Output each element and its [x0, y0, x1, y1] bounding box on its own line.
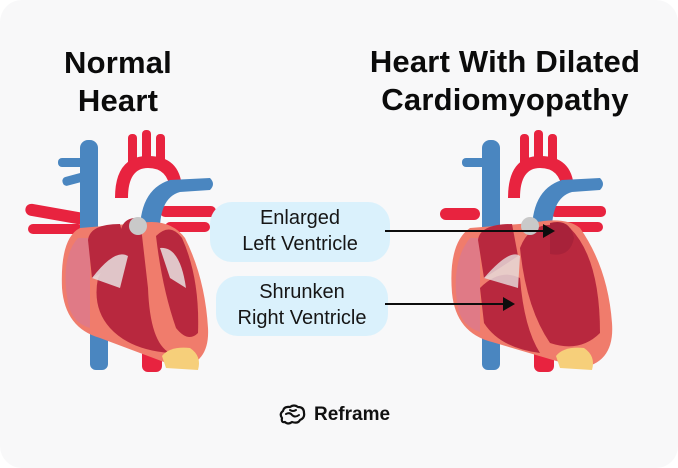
- label-line: Shrunken: [259, 281, 345, 303]
- label-line: Enlarged: [259, 207, 341, 229]
- title-line: Heart: [77, 83, 159, 118]
- enlarged-left-ventricle-label: Enlarged Left Ventricle: [210, 202, 390, 262]
- title-line: Cardiomyopathy: [381, 82, 629, 117]
- label-line: Left Ventricle: [242, 233, 358, 255]
- normal-heart-illustration: [25, 130, 216, 372]
- brand-logo: Reframe: [278, 404, 390, 426]
- normal-heart-title: Normal Heart: [18, 44, 218, 120]
- left-ventricle-pointer-arrow: [385, 224, 555, 238]
- dilated-heart-illustration: [440, 130, 613, 372]
- title-line: Heart With Dilated: [369, 44, 641, 79]
- label-line: Right Ventricle: [237, 307, 367, 329]
- title-line: Normal: [63, 45, 172, 80]
- brain-icon: [279, 404, 306, 425]
- shrunken-right-ventricle-label: Shrunken Right Ventricle: [216, 276, 388, 336]
- dilated-heart-title: Heart With Dilated Cardiomyopathy: [340, 43, 670, 119]
- right-ventricle-pointer-arrow: [385, 297, 515, 311]
- brand-name: Reframe: [314, 404, 391, 425]
